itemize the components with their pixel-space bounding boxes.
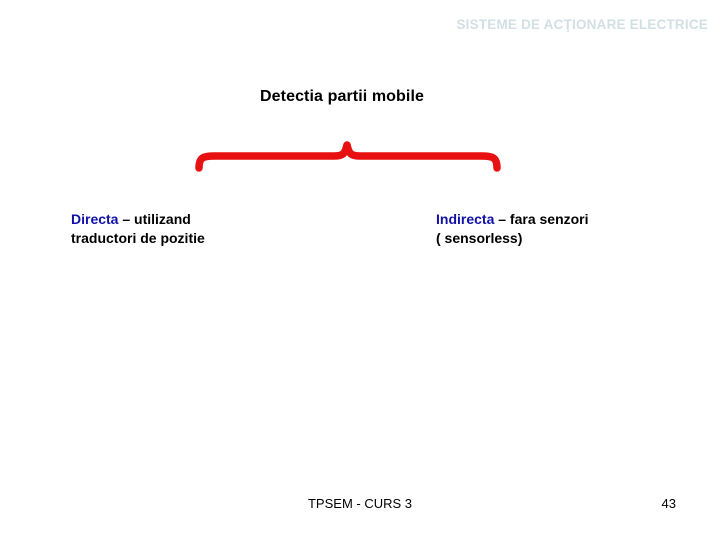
branch-direct-line1: Directa – utilizand: [71, 210, 205, 229]
footer-course-label: TPSEM - CURS 3: [307, 496, 412, 511]
branch-indirect-keyword: Indirecta: [436, 211, 495, 227]
branch-direct-line2: traductori de pozitie: [71, 229, 205, 246]
branch-indirect-line1-rest: – fara senzori: [494, 211, 589, 227]
curly-brace-horizontal-icon: [195, 141, 501, 172]
branch-direct-keyword: Directa: [71, 211, 119, 227]
footer-page-number: 43: [661, 496, 676, 511]
red-curly-brace: [188, 132, 508, 180]
branch-indirect-line2: ( sensorless): [436, 229, 523, 246]
running-header: SISTEME DE ACŢIONARE ELECTRICE: [456, 17, 708, 32]
branch-direct-line1-rest: – utilizand: [118, 211, 191, 227]
branch-direct: Directa – utilizand traductori de poziti…: [71, 210, 205, 247]
page-title: Detectia partii mobile: [259, 88, 425, 105]
branch-indirect: Indirecta – fara senzori ( sensorless): [436, 210, 589, 247]
branch-indirect-line1: Indirecta – fara senzori: [436, 210, 589, 229]
